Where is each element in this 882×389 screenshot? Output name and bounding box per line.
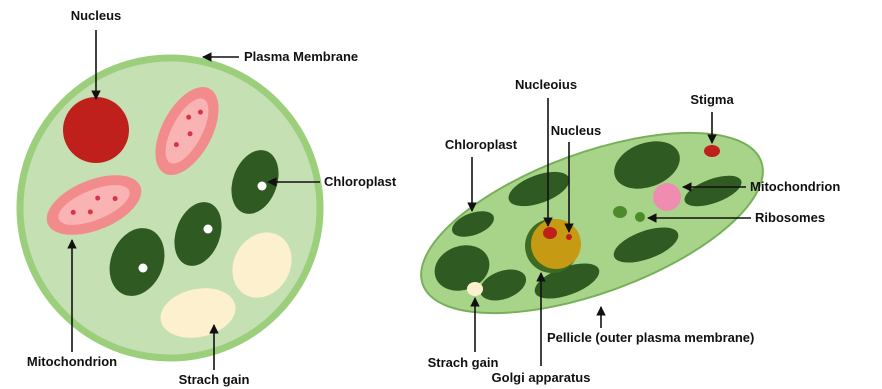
- plant-cell: Nucleus Plasma Membrane Chloroplast Mito…: [20, 8, 397, 387]
- label-golgi-apparatus: Golgi apparatus: [492, 370, 591, 385]
- stigma: [704, 145, 720, 157]
- label-nucleus: Nucleus: [551, 123, 602, 138]
- starch-grain: [467, 282, 483, 296]
- label-chloroplast: Chloroplast: [445, 137, 518, 152]
- label-stigma: Stigma: [690, 92, 734, 107]
- label-pellicle: Pellicle (outer plasma membrane): [547, 330, 754, 345]
- label-starch-grain: Strach gain: [179, 372, 250, 387]
- label-nucleus: Nucleus: [71, 8, 122, 23]
- label-plasma-membrane: Plasma Membrane: [244, 49, 358, 64]
- euglena-cell: Nucleoius Nucleus Stigma Chloroplast Mit…: [399, 77, 840, 385]
- label-starch-grain: Strach gain: [428, 355, 499, 370]
- label-nucleolus: Nucleoius: [515, 77, 577, 92]
- label-ribosomes: Ribosomes: [755, 210, 825, 225]
- ribosome: [613, 206, 627, 218]
- mitochondrion: [653, 183, 681, 211]
- nucleus: [63, 97, 129, 163]
- label-mitochondrion: Mitochondrion: [750, 179, 840, 194]
- ribosome: [635, 212, 645, 222]
- label-mitochondrion: Mitochondrion: [27, 354, 117, 369]
- nucleus-body: [531, 219, 581, 269]
- nucleolus: [543, 227, 557, 239]
- nucleus: [566, 234, 572, 240]
- label-chloroplast: Chloroplast: [324, 174, 397, 189]
